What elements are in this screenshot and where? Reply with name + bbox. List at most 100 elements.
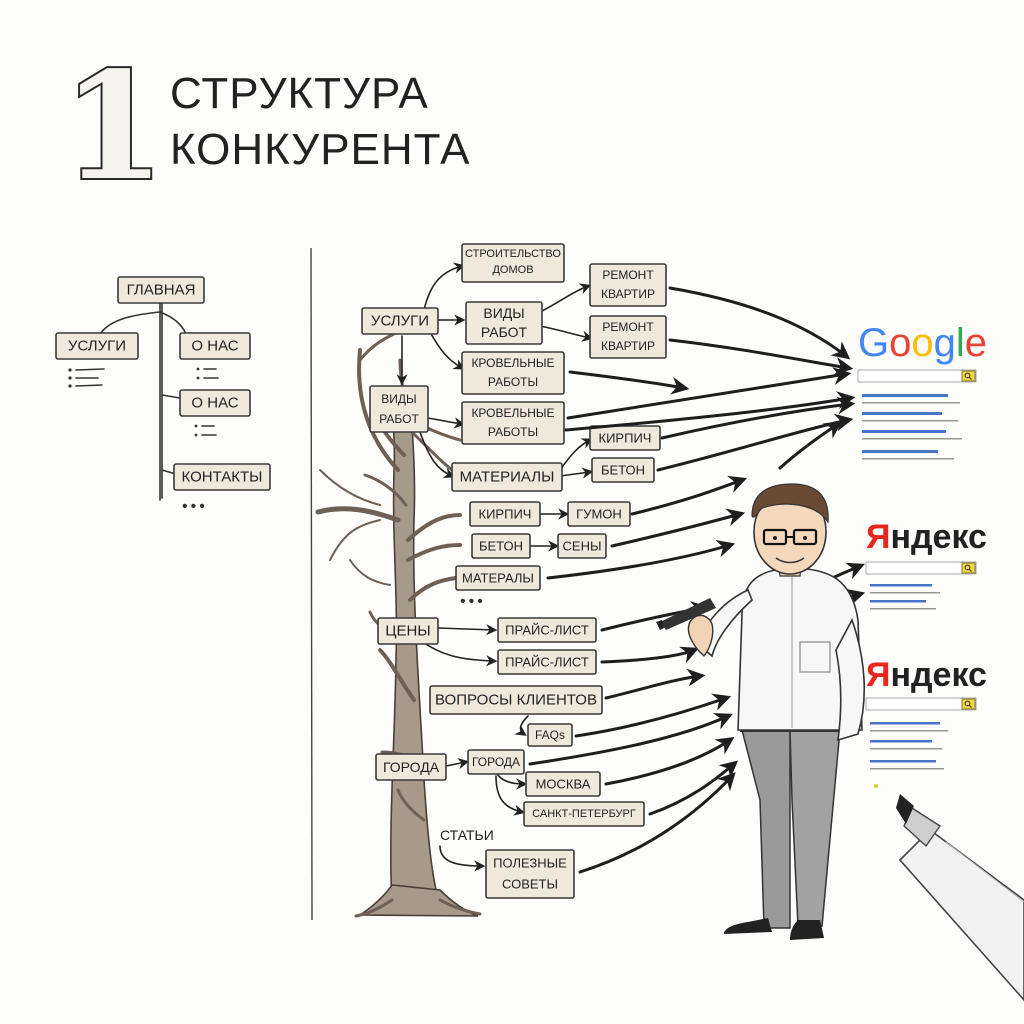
node-krovelnye-1: КРОВЕЛЬНЫЕ РАБОТЫ [461, 351, 565, 395]
magnifier-icon [964, 700, 972, 708]
simple-tree-ellipsis: ••• [182, 498, 208, 515]
node-goroda-1: ГОРОДА [375, 753, 447, 781]
node-krovelnye-2-label-1: КРОВЕЛЬНЫЕ [471, 406, 554, 420]
magnifier-icon [964, 372, 972, 380]
node-kontakty-label: КОНТАКТЫ [182, 469, 263, 486]
node-faqs-label: FAQs [535, 728, 565, 742]
yandex-logo-2: Яндекс [866, 656, 987, 694]
node-seny-label: СЕНЫ [563, 539, 602, 554]
competitor-structure-nodes: УСЛУГИ СТРОИТЕЛЬСТВО ДОМОВ ВИДЫ РАБОТ РЕ… [361, 243, 667, 899]
node-spb: САНКТ-ПЕТЕРБУРГ [523, 801, 645, 827]
node-remont-2-label-1: РЕМОНТ [602, 320, 654, 334]
node-remont-2-label-2: КВАРТИР [601, 339, 655, 353]
node-kirpich-1-label: КИРПИЧ [599, 431, 652, 446]
title-line-2: КОНКУРЕНТА [170, 125, 470, 174]
node-poleznye-label-2: СОВЕТЫ [502, 877, 558, 892]
node-glavnaya: ГЛАВНАЯ [117, 276, 205, 304]
node-stroitelstvo: СТРОИТЕЛЬСТВО ДОМОВ [461, 243, 565, 283]
google-logo-letter: l [956, 321, 965, 365]
tree-ellipsis: ••• [460, 593, 486, 610]
node-uslugi: УСЛУГИ [361, 307, 439, 335]
step-number: 1 [62, 39, 165, 213]
yandex-search-bar-1 [865, 561, 977, 575]
node-poleznye-label-1: ПОЛЕЗНЫЕ [493, 856, 567, 871]
node-materaly-label: МАТЕРАЛЫ [462, 571, 534, 586]
yandex-serp-2: Яндекс [865, 656, 987, 788]
google-logo: Google [858, 321, 987, 365]
google-logo-letter: G [858, 321, 889, 365]
node-remont-2: РЕМОНТ КВАРТИР [589, 315, 667, 359]
yandex-logo-1-rest: ндекс [890, 518, 987, 556]
node-tseny-label: ЦЕНЫ [385, 623, 430, 640]
node-price-1-label: ПРАЙС-ЛИСТ [505, 623, 589, 638]
node-materialy-1-label: МАТЕРИАЛЫ [460, 469, 555, 486]
node-poleznye: ПОЛЕЗНЫЕ СОВЕТЫ [485, 849, 575, 899]
node-beton-2: БЕТОН [471, 533, 531, 559]
node-vidy-rabot-2-label-2: РАБОТ [379, 412, 419, 426]
node-o-nas-1-label: О НАС [191, 338, 238, 355]
node-seny: СЕНЫ [557, 533, 607, 559]
node-spb-label: САНКТ-ПЕТЕРБУРГ [532, 808, 636, 820]
node-voprosy-label: ВОПРОСЫ КЛИЕНТОВ [435, 692, 597, 709]
node-moskva-label: МОСКВА [536, 777, 591, 792]
node-beton-2-label: БЕТОН [479, 539, 523, 554]
node-kontakty: КОНТАКТЫ [173, 463, 271, 491]
title-line-1: СТРУКТУРА [170, 69, 429, 118]
node-vidy-rabot-1-label-2: РАБОТ [481, 324, 528, 340]
node-beton-1: БЕТОН [591, 457, 655, 483]
node-materialy-1: МАТЕРИАЛЫ [451, 462, 563, 492]
node-goroda-2: ГОРОДА [467, 749, 525, 775]
yandex-logo-1-first: Я [866, 518, 890, 556]
node-voprosy: ВОПРОСЫ КЛИЕНТОВ [429, 685, 603, 715]
yandex-search-button-1 [961, 562, 976, 574]
yandex-serp-1: Яндекс [865, 518, 987, 610]
vertical-divider [310, 247, 313, 921]
yandex-search-button-2 [961, 698, 976, 710]
node-gumon: ГУМОН [567, 501, 631, 527]
node-krovelnye-1-label-2: РАБОТЫ [488, 375, 538, 389]
sub-list-marks [68, 367, 219, 437]
marker-pen-icon [896, 794, 1024, 1002]
node-price-1: ПРАЙС-ЛИСТ [497, 617, 597, 643]
node-remont-1-label-2: КВАРТИР [601, 287, 655, 301]
node-stroitelstvo-label-1: СТРОИТЕЛЬСТВО [465, 248, 561, 260]
node-krovelnye-1-label-1: КРОВЕЛЬНЫЕ [471, 356, 554, 370]
man-with-marker-illustration [656, 483, 865, 940]
page-title: 1 СТРУКТУРА КОНКУРЕНТА [60, 37, 470, 215]
node-o-nas-2: О НАС [179, 389, 251, 417]
node-faqs: FAQs [527, 723, 573, 747]
node-glavnaya-label: ГЛАВНАЯ [127, 282, 196, 299]
yandex-search-bar-2 [865, 697, 977, 711]
google-search-bar [857, 369, 977, 383]
node-kirpich-1: КИРПИЧ [589, 425, 661, 451]
node-beton-1-label: БЕТОН [601, 463, 645, 478]
node-remont-1: РЕМОНТ КВАРТИР [589, 263, 667, 307]
yandex-logo-2-rest: ндекс [890, 656, 987, 694]
node-vidy-rabot-2-label-1: ВИДЫ [381, 392, 416, 406]
yandex-logo-1: Яндекс [866, 518, 987, 556]
node-vidy-rabot-1-label-1: ВИДЫ [483, 305, 524, 321]
node-kirpich-2: КИРПИЧ [469, 501, 541, 527]
node-stroitelstvo-label-2: ДОМОВ [492, 264, 533, 276]
node-vidy-rabot-2: ВИДЫ РАБОТ [369, 385, 429, 433]
simple-site-tree: ГЛАВНАЯ УСЛУГИ О НАС О НАС КОНТАКТЫ [55, 276, 271, 515]
node-remont-1-label-1: РЕМОНТ [602, 268, 654, 282]
yandex-logo-2-first: Я [866, 656, 890, 694]
google-logo-letter: o [911, 321, 933, 365]
node-uslugi-simple-label: УСЛУГИ [68, 338, 126, 355]
google-logo-letter: e [965, 321, 987, 365]
google-serp: Google [857, 321, 987, 460]
node-goroda-1-label: ГОРОДА [383, 759, 440, 775]
google-logo-letter: g [934, 321, 956, 365]
node-uslugi-simple: УСЛУГИ [55, 332, 139, 360]
node-uslugi-label: УСЛУГИ [371, 313, 429, 330]
node-materaly: МАТЕРАЛЫ [455, 565, 541, 591]
node-vidy-rabot-1: ВИДЫ РАБОТ [465, 301, 543, 345]
node-o-nas-1: О НАС [179, 332, 251, 360]
node-tseny: ЦЕНЫ [377, 617, 439, 645]
hand-marker-icon [656, 598, 716, 630]
node-gumon-label: ГУМОН [576, 507, 622, 522]
google-logo-letter: o [889, 321, 911, 365]
node-goroda-2-label: ГОРОДА [472, 755, 520, 769]
